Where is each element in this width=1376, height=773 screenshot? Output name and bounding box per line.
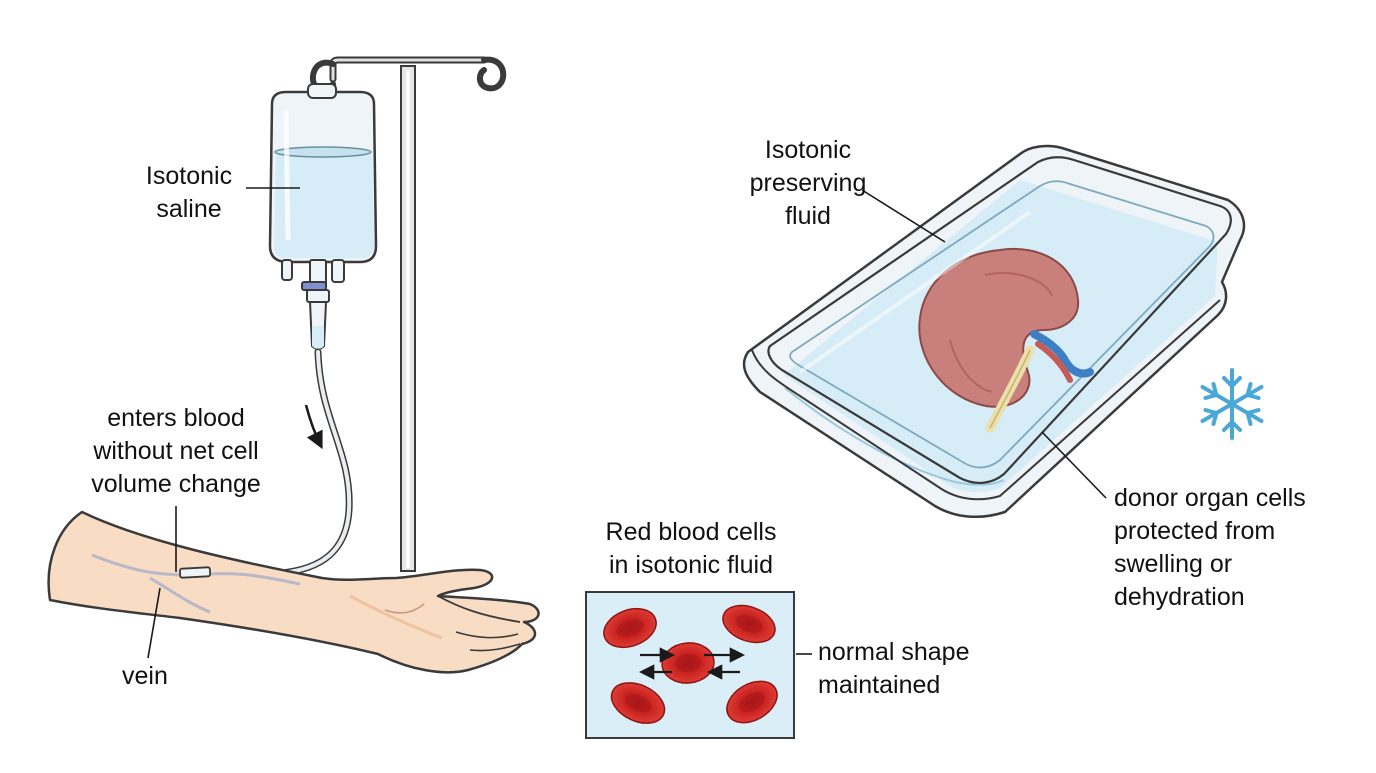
label-isotonic-preserving-fluid: Isotonic preserving fluid [749, 136, 867, 230]
kidney [918, 248, 1094, 433]
iv-catheter [179, 566, 212, 579]
label-donor-organ-cells: donor organ cells protected from swellin… [1114, 484, 1306, 611]
red-blood-cell [726, 680, 778, 724]
snowflake-icon [1200, 368, 1264, 440]
leader-lines [147, 187, 1107, 659]
label-isotonic-saline: Isotonic saline [145, 162, 233, 223]
label-vein: vein [122, 662, 168, 690]
iv-bag [268, 83, 378, 350]
red-blood-cell [722, 604, 776, 644]
red-blood-cell [603, 607, 657, 649]
red-blood-cell [610, 682, 666, 724]
label-normal-shape: normal shape maintained [818, 638, 970, 699]
label-rbc-title: Red blood cells in isotonic fluid [605, 518, 777, 579]
label-enters-blood: enters blood without net cell volume cha… [91, 404, 261, 498]
exchange-arrows [638, 647, 746, 680]
iv-pole [310, 56, 507, 572]
arm-hand [47, 510, 540, 674]
flow-arrow [304, 404, 323, 450]
